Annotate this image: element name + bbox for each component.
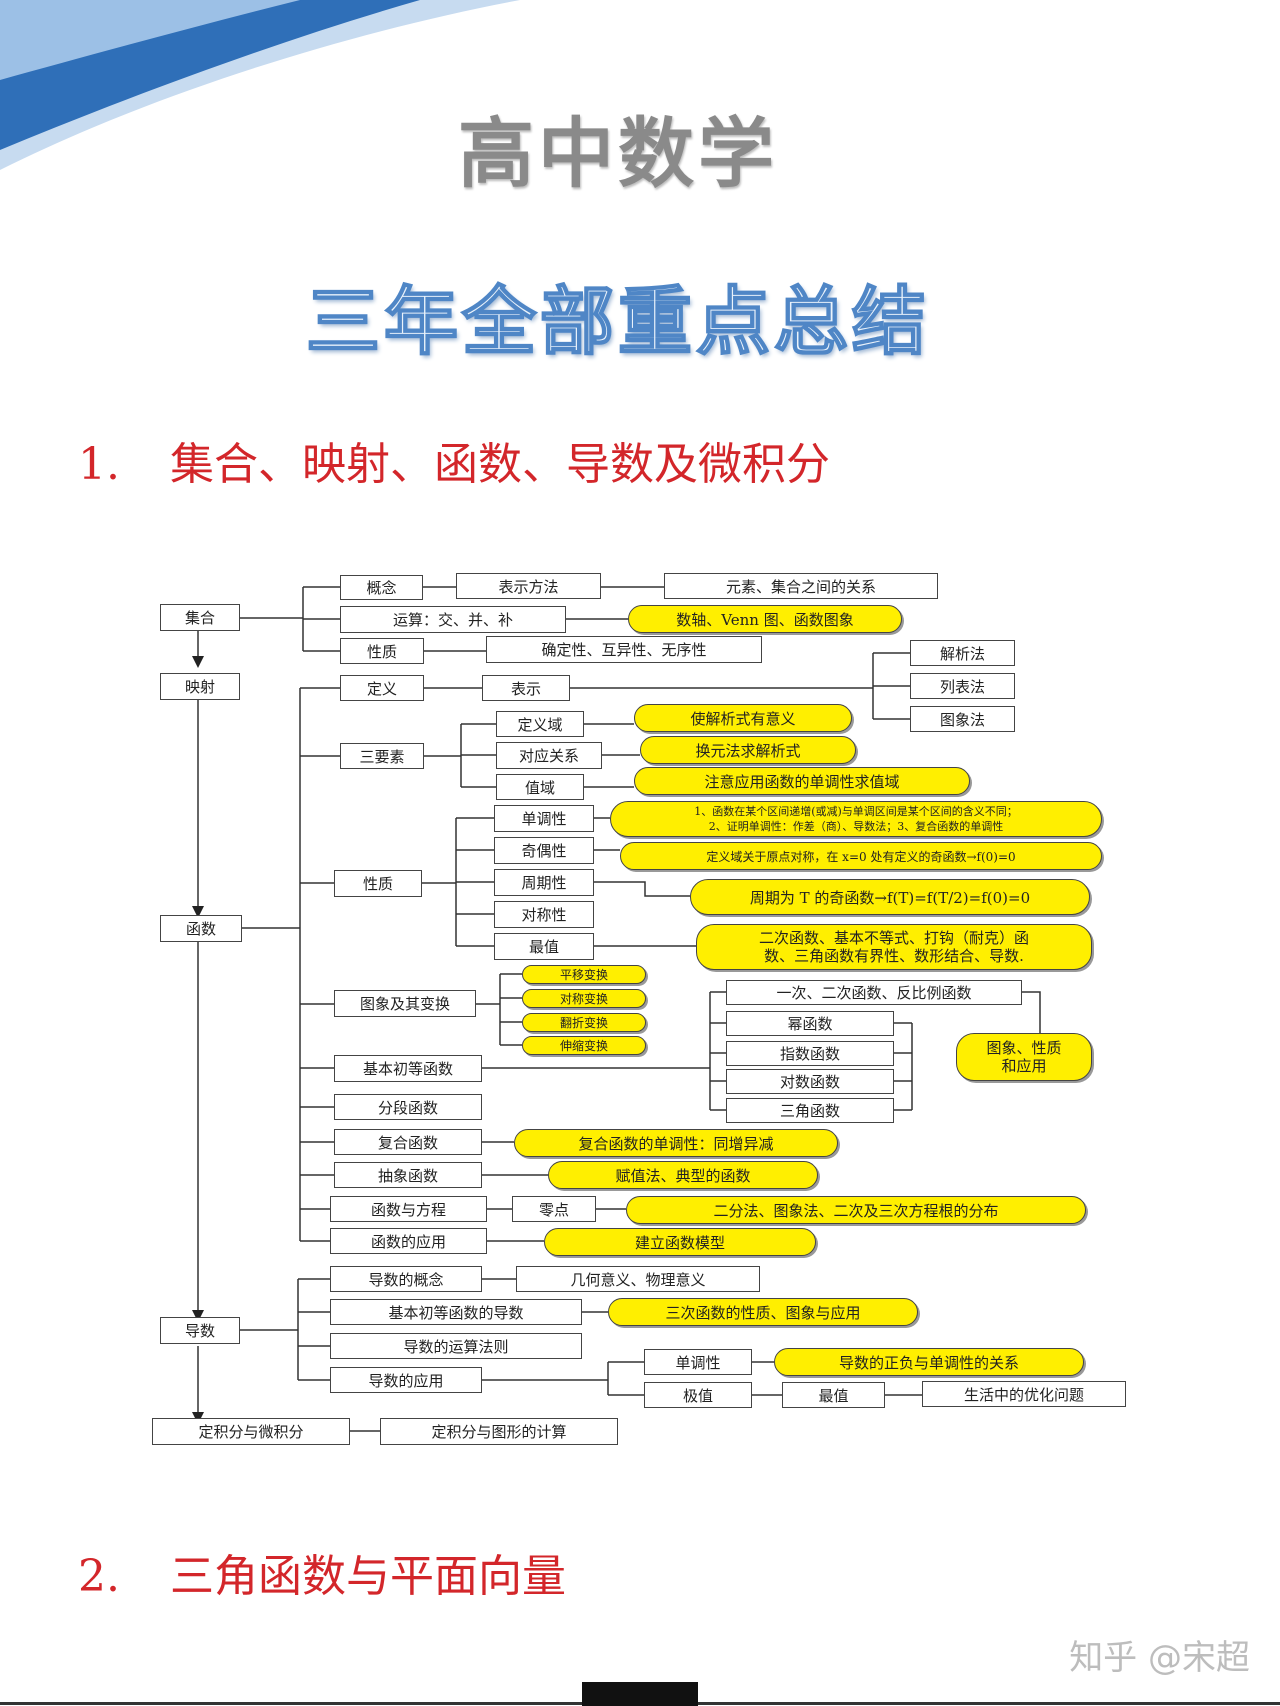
note-extremum-line2: 数、三角函数有界性、数形结合、导数.: [764, 947, 1024, 965]
section-number: 1.: [78, 439, 120, 490]
page-subtitle: 三年全部重点总结: [305, 278, 930, 366]
node-piecewise: 分段函数: [334, 1094, 482, 1120]
node-max-min: 最值: [782, 1382, 885, 1408]
node-mapping: 映射: [160, 673, 240, 700]
node-set: 集合: [160, 604, 240, 631]
note-deriv-monotonicity: 导数的正负与单调性的关系: [774, 1348, 1084, 1376]
note-cubic-function: 三次函数的性质、图象与应用: [608, 1298, 918, 1326]
section-heading-2: 2. 三角函数与平面向量: [78, 1540, 566, 1604]
note-monotonicity: 1、函数在某个区间递增(或减)与单调区间是某个区间的含义不同； 2、证明单调性：…: [610, 801, 1102, 837]
node-domain: 定义域: [496, 711, 584, 737]
node-optimization: 生活中的优化问题: [922, 1381, 1126, 1407]
node-integral: 定积分与微积分: [152, 1418, 350, 1445]
note-flip-transform: 翻折变换: [522, 1013, 646, 1032]
note-extremum: 二次函数、基本不等式、打钩（耐克）函 数、三角函数有界性、数形结合、导数.: [696, 924, 1092, 970]
node-expression: 表示: [482, 675, 570, 701]
node-trig-function: 三角函数: [726, 1098, 894, 1123]
node-extreme-value: 极值: [644, 1382, 752, 1408]
node-graph-transform: 图象及其变换: [334, 990, 476, 1017]
note-symmetric-transform: 对称变换: [522, 989, 646, 1008]
note-translation: 平移变换: [522, 965, 646, 984]
note-monotonicity-line1: 1、函数在某个区间递增(或减)与单调区间是某个区间的含义不同；: [694, 805, 1018, 818]
node-derivative-meaning: 几何意义、物理意义: [516, 1266, 760, 1292]
note-range: 注意应用函数的单调性求值域: [634, 767, 970, 795]
note-extremum-line1: 二次函数、基本不等式、打钩（耐克）函: [758, 929, 1029, 947]
node-table-method: 列表法: [910, 673, 1015, 699]
node-composite: 复合函数: [334, 1129, 482, 1155]
node-periodicity: 周期性: [494, 869, 594, 896]
note-composite: 复合函数的单调性：同增异减: [514, 1129, 838, 1157]
note-monotonicity-line2: 2、证明单调性：作差（商）、导数法；3、复合函数的单调性: [708, 820, 1004, 833]
note-graph-property-application: 图象、性质 和应用: [956, 1033, 1092, 1081]
node-linear-quadratic: 一次、二次函数、反比例函数: [726, 980, 1022, 1005]
node-derivative-rules: 导数的运算法则: [330, 1333, 582, 1359]
note-correspondence: 换元法求解析式: [640, 736, 856, 764]
section-title: 集合、映射、函数、导数及微积分: [170, 439, 830, 490]
section-title: 三角函数与平面向量: [170, 1551, 566, 1602]
node-range: 值域: [496, 774, 584, 800]
node-definition: 定义: [340, 675, 424, 701]
node-zero-point: 零点: [512, 1196, 596, 1222]
note-graph-line1: 图象、性质: [986, 1039, 1062, 1057]
node-exponential-function: 指数函数: [726, 1041, 894, 1066]
node-symmetry: 对称性: [494, 901, 594, 928]
note-graph-line2: 和应用: [1001, 1057, 1047, 1075]
page-number-tab: [582, 1682, 698, 1706]
node-correspondence: 对应关系: [496, 742, 602, 769]
node-function: 函数: [160, 915, 242, 942]
note-abstract: 赋值法、典型的函数: [548, 1161, 818, 1189]
node-basic-derivative: 基本初等函数的导数: [330, 1299, 582, 1325]
node-function-application: 函数的应用: [330, 1228, 487, 1254]
node-parity: 奇偶性: [494, 837, 594, 864]
node-derivative: 导数: [160, 1317, 240, 1344]
node-derivative-application: 导数的应用: [330, 1367, 482, 1393]
note-set-operations: 数轴、Venn 图、函数图象: [628, 605, 902, 633]
node-graph-method: 图象法: [910, 706, 1015, 732]
node-set-property: 性质: [340, 638, 424, 664]
node-function-properties: 性质: [334, 870, 422, 897]
section-number: 2.: [78, 1551, 120, 1602]
note-function-application: 建立函数模型: [544, 1228, 816, 1256]
node-set-operations: 运算：交、并、补: [340, 606, 566, 633]
node-function-equation: 函数与方程: [330, 1196, 487, 1222]
watermark: 知乎 @宋超: [1069, 1638, 1250, 1678]
node-analytic-method: 解析法: [910, 640, 1015, 666]
node-extremum: 最值: [494, 933, 594, 960]
node-element-relation: 元素、集合之间的关系: [664, 573, 938, 599]
node-deriv-monotonicity: 单调性: [644, 1349, 752, 1375]
node-power-function: 幂函数: [726, 1011, 894, 1036]
note-zero-point: 二分法、图象法、二次及三次方程根的分布: [626, 1196, 1086, 1224]
node-integral-area: 定积分与图形的计算: [380, 1418, 618, 1445]
node-concept: 概念: [340, 575, 423, 600]
note-stretch-transform: 伸缩变换: [522, 1036, 646, 1055]
node-three-elements: 三要素: [340, 743, 424, 769]
note-domain: 使解析式有意义: [634, 704, 852, 732]
page-title: 高中数学: [458, 109, 778, 198]
section-heading-1: 1. 集合、映射、函数、导数及微积分: [78, 428, 830, 492]
node-monotonicity: 单调性: [494, 805, 594, 832]
node-abstract: 抽象函数: [334, 1162, 482, 1188]
node-basic-functions: 基本初等函数: [334, 1055, 482, 1082]
node-log-function: 对数函数: [726, 1069, 894, 1094]
note-periodicity: 周期为 T 的奇函数→f(T)=f(T/2)=f(0)=0: [690, 879, 1090, 915]
node-set-property-detail: 确定性、互异性、无序性: [486, 636, 762, 663]
note-parity: 定义域关于原点对称，在 x=0 处有定义的奇函数→f(0)=0: [620, 842, 1102, 870]
node-derivative-concept: 导数的概念: [330, 1266, 482, 1292]
node-representation: 表示方法: [456, 573, 601, 599]
